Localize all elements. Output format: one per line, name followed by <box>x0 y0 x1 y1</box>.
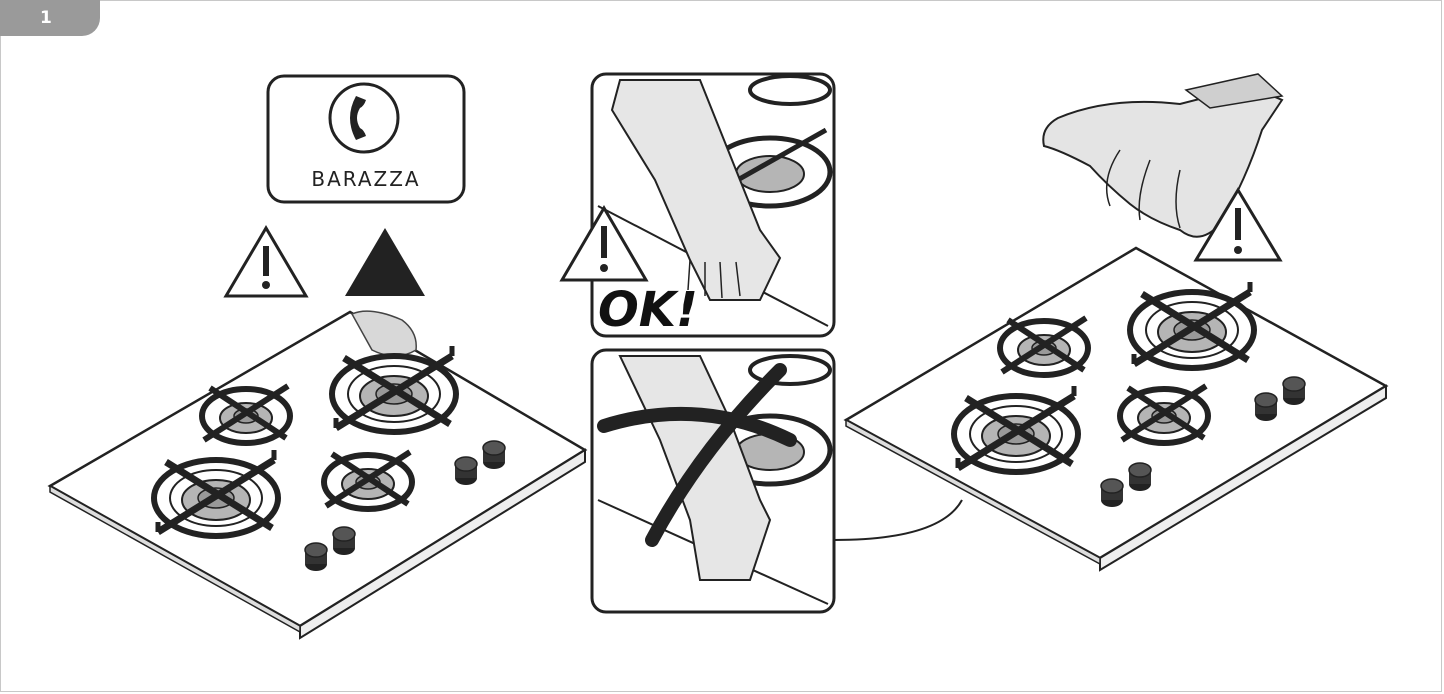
hob-right <box>846 248 1386 570</box>
warning-triangle-filled-icon <box>345 228 425 296</box>
warning-triangle-outline-icon <box>226 228 306 296</box>
brand-plate: BARAZZA <box>268 76 464 202</box>
panel-correct-handling: OK! <box>592 74 834 338</box>
panel-incorrect-handling <box>592 350 834 612</box>
connector-line <box>834 500 962 540</box>
brand-name: BARAZZA <box>311 167 420 191</box>
phone-handset-icon <box>330 84 398 152</box>
ok-caption: OK! <box>598 282 698 338</box>
hob-left <box>50 311 585 638</box>
